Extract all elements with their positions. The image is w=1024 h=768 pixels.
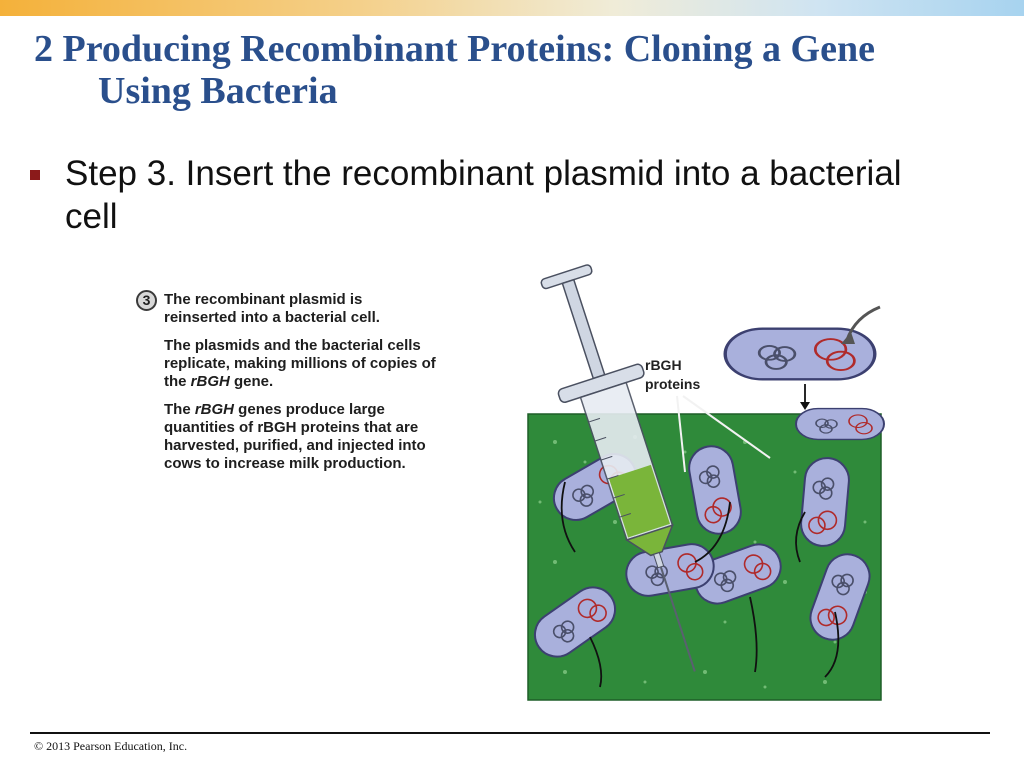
syringe-icon <box>540 264 696 672</box>
rbgh-label-line-1: rBGH <box>645 357 682 373</box>
square-bullet-icon <box>30 170 40 180</box>
step-number-badge: 3 <box>136 290 157 311</box>
step-paragraph-3-text-a: The <box>164 401 195 418</box>
step-paragraph-2-text-a: The plasmids and the bacterial cells rep… <box>164 337 436 390</box>
bullet-point: Step 3. Insert the recombinant plasmid i… <box>30 152 930 238</box>
bacterium-3 <box>799 456 851 548</box>
step-paragraph-1: The recombinant plasmid is reinserted in… <box>164 291 436 327</box>
rbgh-label-line-2: proteins <box>645 376 700 392</box>
copyright-text: © 2013 Pearson Education, Inc. <box>34 739 188 753</box>
footer-divider <box>30 732 990 734</box>
step-paragraph-3-text-b: genes produce large quantities of rBGH p… <box>164 401 426 472</box>
step-paragraph-1-text: The recombinant plasmid is reinserted in… <box>164 291 380 326</box>
protein-release-arrows <box>560 481 840 688</box>
slide-title: 2 Producing Recombinant Proteins: Clonin… <box>34 28 1004 112</box>
bullet-text: Step 3. Insert the recombinant plasmid i… <box>65 154 902 236</box>
label-pointer-lines <box>676 395 771 473</box>
bacterial-culture-illustration: rBGH proteins <box>495 264 895 701</box>
slide-title-line-1: 2 Producing Recombinant Proteins: Clonin… <box>34 28 875 70</box>
step-paragraph-2-text-b: gene. <box>229 373 274 390</box>
step-paragraph-3-gene-name: rBGH <box>194 401 235 418</box>
step-paragraph-2: The plasmids and the bacterial cells rep… <box>164 337 436 391</box>
step-description: 3 The recombinant plasmid is reinserted … <box>136 290 436 483</box>
bacterium-top-edge <box>796 409 884 440</box>
step-paragraph-2-gene-name: rBGH <box>190 373 230 390</box>
culture-speckles <box>538 430 867 689</box>
top-gradient-bar <box>0 0 1024 16</box>
step-paragraph-3: The rBGH genes produce large quantities … <box>164 401 436 473</box>
slide-title-line-2: Using Bacteria <box>98 70 338 112</box>
